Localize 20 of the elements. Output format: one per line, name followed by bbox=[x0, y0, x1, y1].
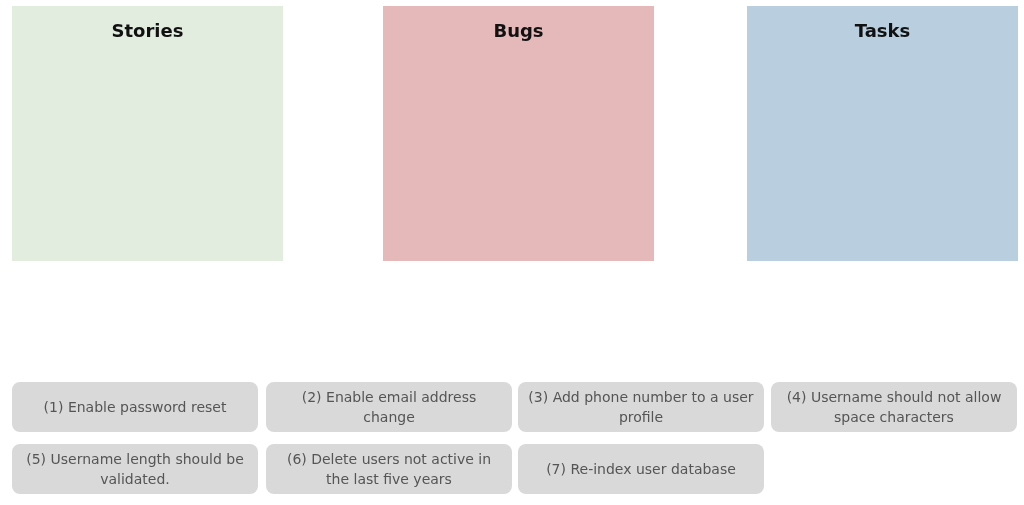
card-text: (2) Enable email address change bbox=[300, 387, 478, 427]
panel-heading: Tasks bbox=[853, 20, 912, 41]
task-card bbox=[771, 382, 1017, 432]
task-card bbox=[12, 444, 258, 494]
card-text: (3) Add phone number to a user profile bbox=[527, 387, 755, 427]
card-text: (4) Username should not allow space characters bbox=[785, 387, 1003, 427]
panel-heading: Bugs bbox=[492, 20, 545, 41]
card-text: (6) Delete users not active in the last five years bbox=[285, 449, 493, 489]
card-text: (5) Username length should be validated. bbox=[25, 449, 245, 489]
panel-heading: Stories bbox=[110, 20, 185, 41]
task-card bbox=[518, 444, 764, 494]
card-text: (1) Enable password reset bbox=[43, 397, 227, 417]
task-card bbox=[266, 382, 512, 432]
category-panel bbox=[383, 6, 654, 261]
category-panel bbox=[12, 6, 283, 261]
category-panel bbox=[747, 6, 1018, 261]
task-card bbox=[12, 382, 258, 432]
task-card bbox=[518, 382, 764, 432]
card-text: (7) Re-index user database bbox=[546, 459, 736, 479]
task-card bbox=[266, 444, 512, 494]
